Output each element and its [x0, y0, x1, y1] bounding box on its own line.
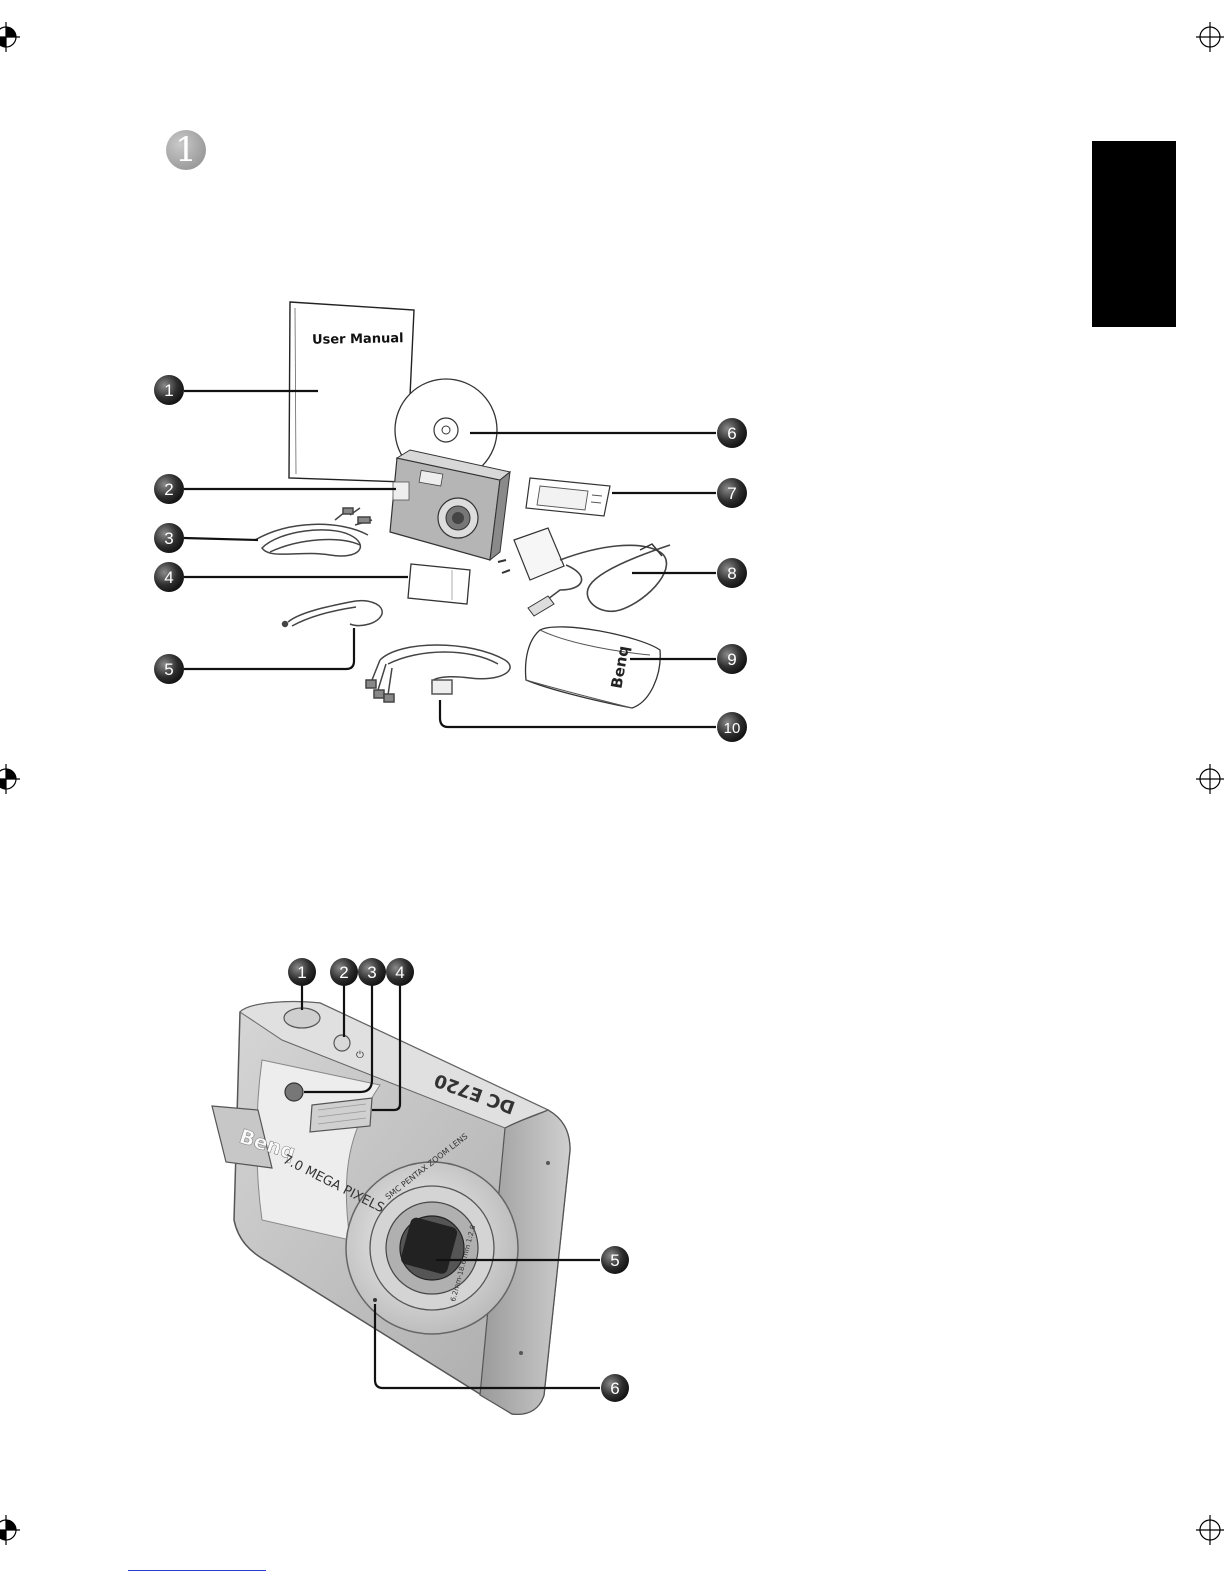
- camera-callout-2: 2: [330, 958, 358, 986]
- svg-text:6: 6: [610, 1379, 619, 1398]
- camera-callout-6: 6: [601, 1374, 629, 1402]
- svg-text:3: 3: [367, 963, 376, 982]
- svg-text:1: 1: [297, 963, 306, 982]
- camera-callout-3: 3: [358, 958, 386, 986]
- footer-rule: [128, 1570, 266, 1571]
- camera-callout-5: 5: [601, 1246, 629, 1274]
- svg-text:2: 2: [339, 963, 348, 982]
- svg-text:5: 5: [610, 1251, 619, 1270]
- power-symbol-icon: ⏻: [356, 1050, 364, 1061]
- svg-text:4: 4: [395, 963, 404, 982]
- camera-callout-1: 1: [288, 958, 316, 986]
- camera-callout-4: 4: [386, 958, 414, 986]
